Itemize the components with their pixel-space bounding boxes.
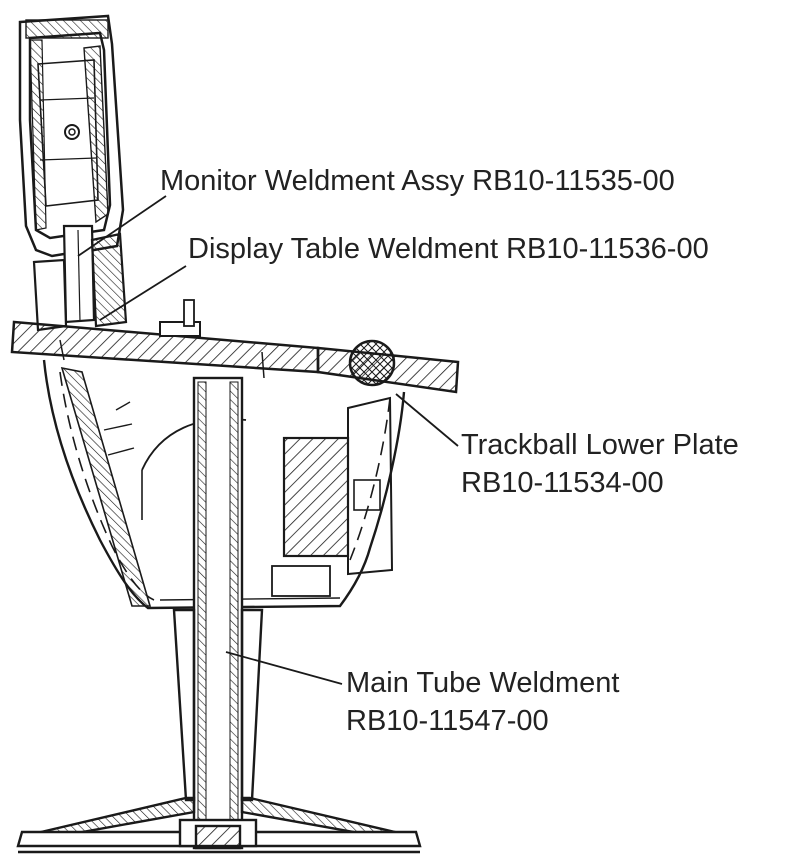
monitor-weldment (18, 14, 125, 258)
callout-trackball: Trackball Lower Plate RB10-11534-00 (461, 428, 739, 500)
leader-monitor (77, 195, 167, 257)
callout-monitor: Monitor Weldment Assy RB10-11535-00 (160, 164, 675, 198)
callout-display-table: Display Table Weldment RB10-11536-00 (188, 232, 709, 266)
display-table-weldment (10, 299, 460, 394)
leader-lines (77, 195, 459, 685)
leader-trackball (395, 393, 459, 447)
display-table-part-number: RB10-11536-00 (506, 233, 709, 265)
main-tube-weldment (172, 376, 264, 850)
leader-display-table (99, 265, 187, 321)
leader-main-tube (225, 651, 343, 685)
monitor-part-number: RB10-11535-00 (472, 165, 675, 197)
trackball-part-number: RB10-11534-00 (461, 467, 664, 499)
trackball-name: Trackball Lower Plate (461, 429, 739, 461)
display-table-name: Display Table Weldment (188, 233, 499, 265)
main-tube-name: Main Tube Weldment (346, 667, 620, 699)
main-tube-part-number: RB10-11547-00 (346, 705, 549, 737)
callout-main-tube: Main Tube Weldment RB10-11547-00 (346, 666, 620, 738)
base-pedestal (16, 796, 422, 854)
monitor-name: Monitor Weldment Assy (160, 165, 465, 197)
